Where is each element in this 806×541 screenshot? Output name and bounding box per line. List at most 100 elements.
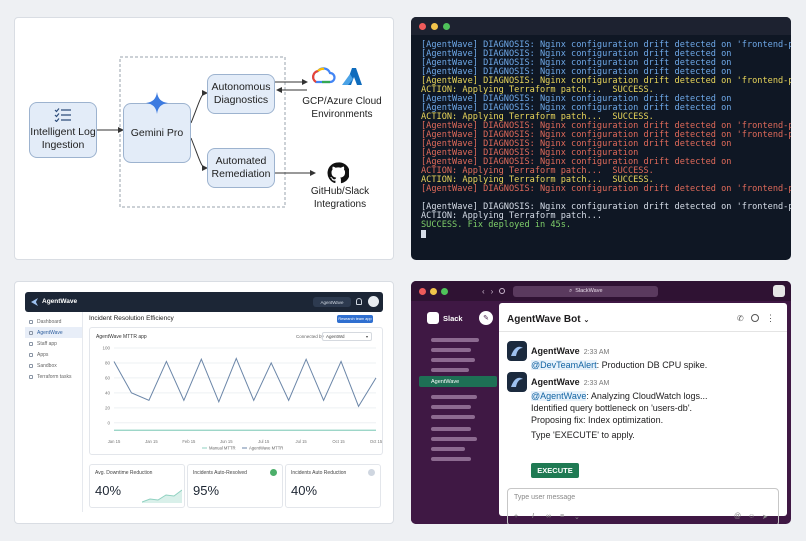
y-tick-label: 40 (105, 390, 111, 395)
channel-title[interactable]: AgentWave Bot⌄ (507, 314, 589, 325)
node-diagnostics: Autonomous Diagnostics (207, 74, 275, 114)
info-icon[interactable] (751, 314, 759, 322)
terminal-output: [AgentWave] DIAGNOSIS: Nginx configurati… (421, 41, 791, 240)
sidebar-item[interactable] (431, 437, 477, 441)
avatar[interactable] (368, 296, 379, 307)
x-tick-label: Oct 15 (370, 439, 383, 444)
sidebar-item[interactable] (431, 405, 471, 409)
message-author[interactable]: AgentWave (531, 346, 580, 356)
workspace-name: Slack (443, 314, 463, 323)
composer-input[interactable]: Type user message (514, 494, 576, 501)
y-tick-label: 20 (105, 405, 111, 410)
node-ingestion: Intelligent Log Ingestion (29, 102, 97, 158)
check-icon (270, 469, 277, 476)
x-tick-label: Jun 15 (220, 439, 233, 444)
kpi-value: 95% (193, 483, 220, 498)
message-composer[interactable]: Type user message + I ∞ ≡ ⌄ @ ☺ ➤ (507, 488, 779, 524)
emoji-icon[interactable]: ☺ (748, 513, 756, 520)
user-badge[interactable]: AgentWave (313, 297, 351, 307)
phone-icon[interactable]: ✆ (737, 314, 744, 323)
sidebar-item[interactable] (431, 457, 471, 461)
execute-button-label: EXECUTE (537, 466, 573, 475)
architecture-diagram-panel: Intelligent Log Ingestion Gemini Pro Aut… (14, 17, 394, 260)
close-dot-icon[interactable] (419, 287, 426, 295)
sidebar-item-staff-app[interactable]: Staff app (25, 338, 82, 349)
terminal-cursor-line (421, 230, 785, 240)
connected-select[interactable]: AgentWd▾ (322, 332, 372, 341)
forward-arrow-icon[interactable]: › (490, 286, 494, 296)
sidebar-item-label: Dashboard (37, 318, 62, 325)
sidebar-item[interactable] (431, 415, 475, 419)
research-app-button[interactable]: Research team app (337, 315, 373, 323)
nav-icon (29, 374, 33, 379)
sidebar-item-label: Apps (37, 351, 49, 358)
back-arrow-icon[interactable]: ‹ (482, 286, 485, 296)
sidebar-item-agentwave[interactable]: AgentWave (25, 327, 82, 338)
bell-icon[interactable] (356, 298, 362, 305)
sidebar-item-dashboard[interactable]: Dashboard (25, 316, 82, 327)
y-tick-label: 100 (102, 346, 110, 351)
message-author[interactable]: AgentWave (531, 377, 580, 387)
history-icon[interactable] (499, 288, 506, 294)
active-channel-label: AgentWave (431, 378, 460, 385)
workspace-avatar[interactable] (773, 285, 785, 297)
maximize-dot-icon[interactable] (443, 22, 450, 30)
message-text: Type 'EXECUTE' to apply. (531, 430, 635, 440)
divider (499, 331, 787, 332)
x-tick-label: Jul 15 (258, 439, 270, 444)
more-icon[interactable]: ⋮ (766, 313, 775, 323)
sidebar-item-label: Staff app (37, 340, 57, 347)
page-title: Incident Resolution Efficiency (89, 315, 174, 322)
execute-button[interactable]: EXECUTE (531, 463, 579, 478)
chevron-down-icon: ⌄ (583, 317, 590, 324)
sidebar-item-label: Sandbox (37, 362, 57, 369)
terminal-window: [AgentWave] DIAGNOSIS: Nginx configurati… (411, 17, 791, 260)
maximize-dot-icon[interactable] (441, 287, 448, 295)
nav-icon (29, 363, 33, 368)
sidebar-item-apps[interactable]: Apps (25, 349, 82, 360)
close-dot-icon[interactable] (419, 22, 426, 30)
sidebar-item-label: Terraform tasks (37, 373, 72, 380)
kpi-label: Incidents Auto Reduction (291, 470, 347, 476)
sidebar-item[interactable] (431, 338, 479, 342)
dashboard-topbar: AgentWave AgentWave (25, 292, 383, 312)
mention-link[interactable]: @AgentWave (531, 391, 587, 401)
minimize-dot-icon[interactable] (430, 287, 437, 295)
y-tick-label: 80 (105, 360, 111, 365)
sidebar-item[interactable] (431, 368, 469, 372)
legend-label: AgentWave MTTR (249, 446, 283, 451)
search-icon: ⌕ (569, 287, 573, 294)
compose-icon[interactable]: ✎ (479, 311, 493, 325)
italic-icon[interactable]: I (532, 513, 534, 520)
mention-icon[interactable]: @ (734, 513, 742, 520)
sidebar-item[interactable] (431, 358, 475, 362)
chevron-down-icon[interactable]: ⌄ (574, 514, 580, 521)
terminal-line: ACTION: Applying Terraform patch... (421, 211, 603, 221)
slack-search-input[interactable]: ⌕SlackWave (513, 285, 659, 297)
terminal-line: [AgentWave] DIAGNOSIS: Nginx configurati… (421, 202, 791, 212)
terminal-line: [AgentWave] DIAGNOSIS: Nginx configurati… (421, 130, 791, 140)
bot-avatar[interactable] (507, 372, 527, 392)
bot-avatar[interactable] (507, 341, 527, 361)
minimize-dot-icon[interactable] (431, 22, 438, 30)
sidebar-item-agentwave[interactable]: AgentWave (419, 376, 497, 387)
sidebar-item[interactable] (431, 427, 471, 431)
terminal-line: ACTION: Applying Terraform patch... SUCC… (421, 166, 654, 176)
bold-icon[interactable]: + (514, 513, 519, 520)
send-icon[interactable]: ➤ (762, 514, 768, 521)
x-tick-label: Oct 15 (332, 439, 345, 444)
list-icon[interactable]: ≡ (560, 513, 565, 520)
github-label: GitHub/Slack Integrations (310, 186, 370, 210)
terminal-line: [AgentWave] DIAGNOSIS: Nginx configurati… (421, 184, 791, 194)
sidebar-item-terraform-tasks[interactable]: Terraform tasks (25, 371, 82, 382)
sidebar-item[interactable] (431, 395, 477, 399)
sidebar-item[interactable] (431, 348, 471, 352)
nav-icon (29, 319, 33, 324)
sidebar-item-sandbox[interactable]: Sandbox (25, 360, 82, 371)
message-time: 2:33 AM (583, 380, 610, 387)
sidebar-item[interactable] (431, 447, 465, 451)
mention-link[interactable]: @DevTeamAlert (531, 360, 597, 370)
chevron-down-icon: ▾ (365, 334, 368, 339)
link-icon[interactable]: ∞ (546, 513, 551, 520)
